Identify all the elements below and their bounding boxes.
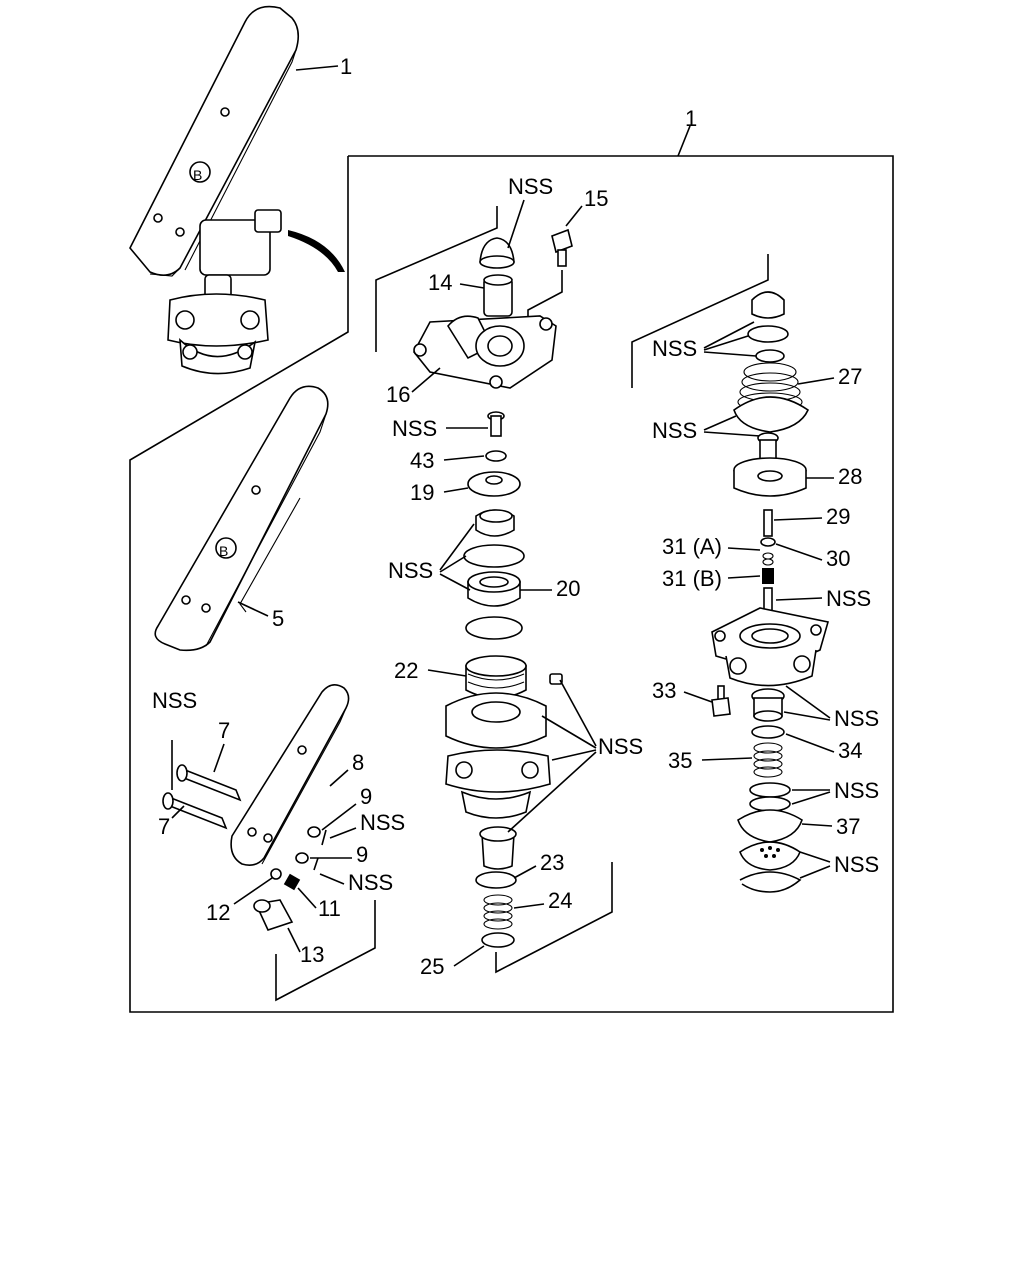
rollers-7 bbox=[162, 740, 242, 830]
bolt-15 bbox=[551, 228, 573, 267]
callout-20: 20 bbox=[556, 576, 580, 601]
callout-43: 43 bbox=[410, 448, 434, 473]
nss-bush-right: NSS bbox=[834, 706, 879, 731]
pin-29 bbox=[763, 509, 773, 537]
ring-nss-a bbox=[749, 782, 791, 798]
nss-pedal-left: NSS bbox=[152, 688, 197, 713]
bracket-center-bottom bbox=[495, 862, 613, 974]
leader-1-top bbox=[295, 65, 339, 71]
callout-31b: 31 (B) bbox=[662, 566, 722, 591]
callout-7a: 7 bbox=[218, 718, 230, 743]
pedal-arm-8 bbox=[230, 684, 350, 866]
diagram-frame bbox=[129, 155, 894, 1013]
callout-11: 11 bbox=[318, 896, 341, 921]
callout-14: 14 bbox=[428, 270, 452, 295]
seal-set-nss bbox=[463, 509, 525, 568]
nss-rings-right: NSS bbox=[834, 778, 879, 803]
piston-20 bbox=[467, 571, 521, 607]
bush-nss-right bbox=[751, 688, 785, 722]
nss-stem-right: NSS bbox=[826, 586, 871, 611]
callout-13: 13 bbox=[300, 942, 324, 967]
nss-pin-lower: NSS bbox=[348, 870, 393, 895]
cover-16 bbox=[413, 315, 557, 389]
callout-9a: 9 bbox=[360, 784, 372, 809]
exhaust-cover-nss bbox=[739, 841, 802, 893]
callout-31a: 31 (A) bbox=[662, 534, 722, 559]
callout-24: 24 bbox=[548, 888, 572, 913]
leader-5 bbox=[237, 601, 269, 617]
nss-bottom-right: NSS bbox=[834, 852, 879, 877]
pins-and-washers bbox=[253, 826, 327, 931]
callout-12: 12 bbox=[206, 900, 230, 925]
screw-nss bbox=[487, 411, 505, 437]
ring-25 bbox=[481, 932, 515, 948]
bolt-33 bbox=[711, 685, 731, 717]
callout-28: 28 bbox=[838, 464, 862, 489]
nss-dome-right: NSS bbox=[652, 418, 697, 443]
assembled-pedal-valve: B bbox=[129, 5, 345, 375]
spring-35 bbox=[753, 742, 783, 778]
callout-23: 23 bbox=[540, 850, 564, 875]
callout-15: 15 bbox=[584, 186, 608, 211]
callout-29: 29 bbox=[826, 504, 850, 529]
nss-pin-upper: NSS bbox=[360, 810, 405, 835]
callout-1-top: 1 bbox=[340, 54, 352, 79]
bush-nss bbox=[479, 826, 517, 870]
callout-8: 8 bbox=[352, 750, 364, 775]
ring-nss-b bbox=[749, 796, 791, 812]
nss-body-center: NSS bbox=[598, 734, 643, 759]
spring-31 bbox=[762, 552, 774, 584]
callout-16: 16 bbox=[386, 382, 410, 407]
ring-34 bbox=[751, 725, 785, 739]
retainer-28 bbox=[733, 432, 807, 497]
o-ring-lower bbox=[465, 616, 523, 640]
bracket-center-top bbox=[375, 206, 498, 352]
callout-27: 27 bbox=[838, 364, 862, 389]
cap-nss-top bbox=[479, 237, 515, 269]
diaphragm-37 bbox=[737, 809, 803, 843]
washer-30 bbox=[760, 537, 776, 547]
lower-body bbox=[711, 607, 830, 687]
nss-boot-right: NSS bbox=[652, 336, 697, 361]
pedal-badge-top: B bbox=[193, 167, 202, 183]
callout-7b: 7 bbox=[158, 814, 170, 839]
nss-top-center: NSS bbox=[508, 174, 553, 199]
callout-30: 30 bbox=[826, 546, 850, 571]
nss-seals-center: NSS bbox=[388, 558, 433, 583]
spring-27 bbox=[733, 362, 810, 433]
leader-1-box bbox=[677, 125, 691, 157]
callout-1-box: 1 bbox=[685, 106, 697, 131]
callout-5: 5 bbox=[272, 606, 284, 631]
pedal-badge-middle: B bbox=[219, 543, 228, 559]
bracket-right-top bbox=[631, 254, 769, 388]
body-assembly bbox=[445, 655, 563, 819]
spring-24 bbox=[483, 894, 513, 930]
ring-23 bbox=[475, 871, 517, 889]
callout-25: 25 bbox=[420, 954, 444, 979]
pedal-pad-5: B bbox=[154, 385, 329, 652]
callout-9b: 9 bbox=[356, 842, 368, 867]
plunger-14 bbox=[483, 274, 513, 317]
callout-37: 37 bbox=[836, 814, 860, 839]
boot-nss-set bbox=[747, 291, 789, 363]
callout-22: 22 bbox=[394, 658, 418, 683]
callout-35: 35 bbox=[668, 748, 692, 773]
callout-33: 33 bbox=[652, 678, 676, 703]
washer-43 bbox=[485, 450, 507, 462]
nss-screw-center: NSS bbox=[392, 416, 437, 441]
plate-19 bbox=[467, 471, 521, 497]
callout-34: 34 bbox=[838, 738, 862, 763]
bracket-left-group bbox=[275, 900, 376, 1002]
callout-19: 19 bbox=[410, 480, 434, 505]
